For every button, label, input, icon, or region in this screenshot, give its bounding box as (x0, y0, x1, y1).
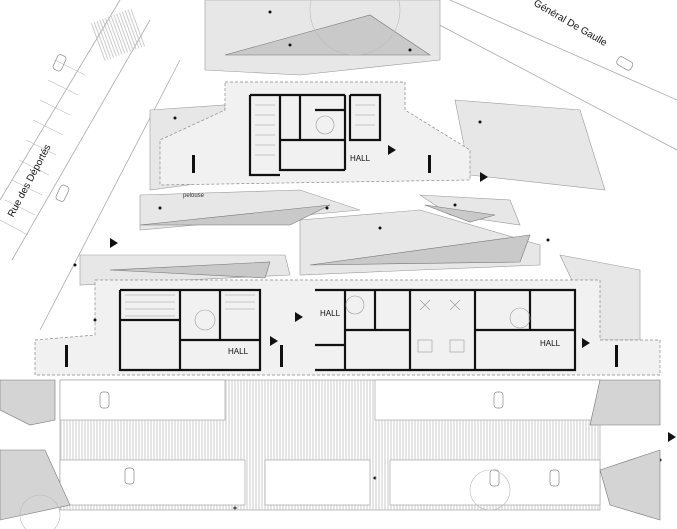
lower-mid-walls (315, 288, 412, 372)
hall-label-upper: HALL (350, 154, 371, 163)
ramp-roofs (0, 379, 661, 521)
upper-building-walls (248, 93, 382, 177)
roof-shapes (109, 14, 531, 279)
parking-left (0, 59, 86, 236)
upper-building-outline (159, 81, 471, 186)
lower-left-walls (118, 288, 262, 372)
parking-bays (59, 379, 601, 506)
hall-label-lower-mid: HALL (320, 309, 341, 318)
lower-right-walls (410, 288, 577, 372)
facade-bars (65, 155, 618, 367)
lower-stairs (125, 294, 531, 353)
car-icons (52, 54, 634, 487)
lawn-label: pelouse (183, 193, 205, 199)
crosswalk (89, 8, 146, 62)
tree-canopies (19, 0, 511, 529)
hall-label-lower-left: HALL (228, 347, 249, 356)
hall-label-lower-right: HALL (540, 339, 561, 348)
upper-stairs (255, 104, 375, 156)
lower-building-outline (34, 279, 661, 376)
entry-arrow-icons (110, 145, 676, 442)
